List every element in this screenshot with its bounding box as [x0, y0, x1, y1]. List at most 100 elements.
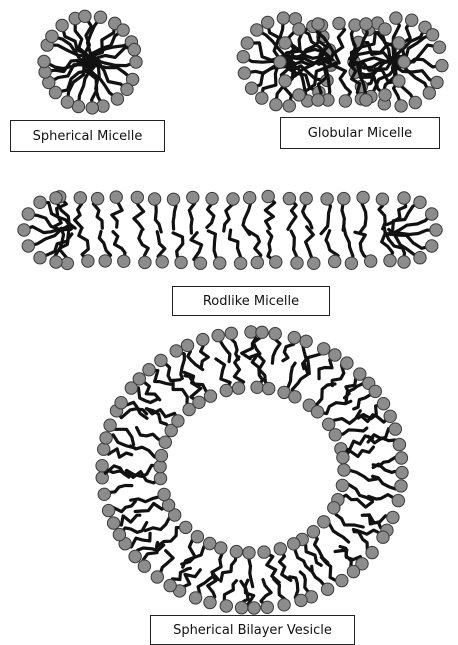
hydrophilic-head: [94, 11, 106, 23]
hydrophilic-head: [321, 193, 333, 205]
outer-head: [329, 349, 341, 361]
inner-head: [336, 479, 348, 491]
hydrophilic-head: [117, 24, 129, 36]
inner-head: [155, 449, 167, 461]
hydrophilic-head: [234, 257, 246, 269]
hydrophilic-head: [308, 257, 320, 269]
hydrophilic-head: [406, 14, 418, 26]
hydrophilic-head: [384, 254, 396, 266]
outer-head: [225, 327, 237, 339]
outer-head: [102, 504, 114, 516]
outer-head: [278, 599, 290, 611]
hydrophilic-head: [293, 23, 305, 35]
hydrophilic-head: [312, 18, 324, 30]
hydrophilic-head: [279, 37, 291, 49]
outer-head: [220, 600, 232, 612]
outer-head: [197, 333, 209, 345]
outer-head: [107, 517, 119, 529]
hydrophilic-head: [99, 255, 111, 267]
hydrophilic-head: [74, 192, 86, 204]
outer-head: [133, 373, 145, 385]
outer-head: [347, 565, 359, 577]
inner-head: [154, 460, 166, 472]
hydrophilic-head: [131, 191, 143, 203]
spherical-micelle-drawing: [38, 10, 142, 114]
inner-head: [180, 521, 192, 533]
outer-head: [143, 364, 155, 376]
hydrophilic-head: [111, 93, 123, 105]
hydrophilic-head: [238, 67, 250, 79]
hydrophilic-head: [148, 193, 160, 205]
outer-head: [164, 579, 176, 591]
hydrophilic-head: [61, 257, 73, 269]
outer-head: [295, 594, 307, 606]
outer-head: [155, 354, 167, 366]
outer-head: [98, 488, 110, 500]
hydrophilic-head: [414, 196, 426, 208]
hydrophilic-head: [409, 96, 421, 108]
inner-head: [204, 537, 216, 549]
inner-head: [220, 384, 232, 396]
outer-head: [100, 432, 112, 444]
outer-head: [300, 335, 312, 347]
outer-head: [396, 466, 408, 478]
outer-head: [115, 397, 127, 409]
inner-head: [329, 429, 341, 441]
inner-head: [204, 390, 216, 402]
hydrophilic-head: [339, 95, 351, 107]
hydrophilic-head: [38, 55, 50, 67]
outer-head: [377, 531, 389, 543]
hydrophilic-head: [398, 192, 410, 204]
hydrophilic-head: [274, 56, 286, 68]
hydrophilic-head: [61, 96, 73, 108]
hydrophilic-head: [22, 208, 34, 220]
inner-head: [337, 451, 349, 463]
globular-micelle-label: Globular Micelle: [280, 117, 440, 149]
hydrophilic-head: [206, 192, 218, 204]
outer-head: [269, 328, 281, 340]
hydrophilic-head: [56, 19, 68, 31]
outer-head: [395, 480, 407, 492]
inner-head: [288, 538, 300, 550]
hydrophilic-head: [436, 59, 448, 71]
hydrophilic-head: [244, 192, 256, 204]
inner-head: [158, 488, 170, 500]
hydrophilic-head: [349, 19, 361, 31]
inner-head: [215, 542, 227, 554]
inner-head: [230, 545, 242, 557]
hydrophilic-head: [270, 98, 282, 110]
hydrophilic-head: [121, 83, 133, 95]
hydrophilic-head: [194, 257, 206, 269]
hydrophilic-head: [423, 87, 435, 99]
outer-head: [318, 343, 330, 355]
hydrophilic-head: [91, 192, 103, 204]
inner-head: [274, 543, 286, 555]
rodlike-micelle-label: Rodlike Micelle: [172, 286, 330, 316]
inner-head: [263, 382, 275, 394]
hydrophilic-head: [262, 16, 274, 28]
hydrophilic-head: [283, 100, 295, 112]
outer-head: [288, 331, 300, 343]
hydrophilic-head: [279, 75, 291, 87]
outer-head: [366, 546, 378, 558]
hydrophilic-head: [34, 252, 46, 264]
hydrophilic-head: [393, 37, 405, 49]
hydrophilic-head: [241, 37, 253, 49]
hydrophilic-head: [338, 192, 350, 204]
inner-head: [193, 396, 205, 408]
hydrophilic-head: [79, 10, 91, 22]
hydrophilic-head: [393, 75, 405, 87]
hydrophilic-head: [312, 94, 324, 106]
hydrophilic-head: [379, 89, 391, 101]
hydrophilic-head: [46, 30, 58, 42]
hydrophilic-head: [110, 191, 122, 203]
outer-head: [392, 494, 404, 506]
hydrophilic-head: [270, 256, 282, 268]
hydrophilic-head: [333, 17, 345, 29]
spherical-bilayer-vesicle-label: Spherical Bilayer Vesicle: [150, 615, 355, 645]
outer-head: [248, 602, 260, 614]
hydrophilic-head: [430, 224, 442, 236]
hydrophilic-head: [128, 43, 140, 55]
outer-head: [98, 443, 110, 455]
